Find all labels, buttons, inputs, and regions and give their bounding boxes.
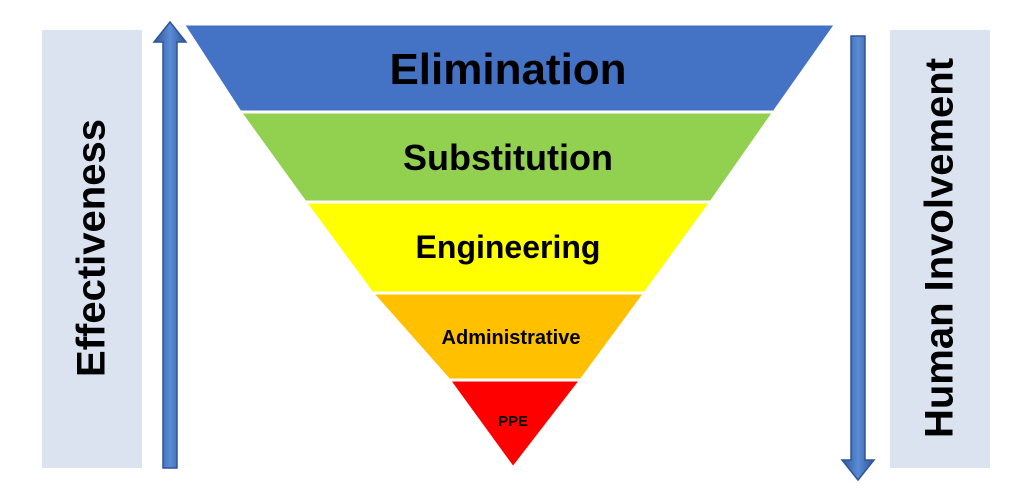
tier-substitution-label: Substitution — [403, 137, 613, 178]
tier-ppe-label: PPE — [498, 413, 528, 430]
human-involvement-panel — [890, 30, 990, 468]
effectiveness-up-arrow — [152, 20, 188, 469]
human-involvement-down-arrow — [840, 35, 876, 482]
tier-engineering-label: Engineering — [416, 229, 601, 265]
tier-elimination-label: Elimination — [389, 45, 626, 94]
effectiveness-panel — [42, 30, 142, 468]
tier-ppe — [446, 378, 585, 471]
tier-administrative-label: Administrative — [442, 327, 581, 349]
